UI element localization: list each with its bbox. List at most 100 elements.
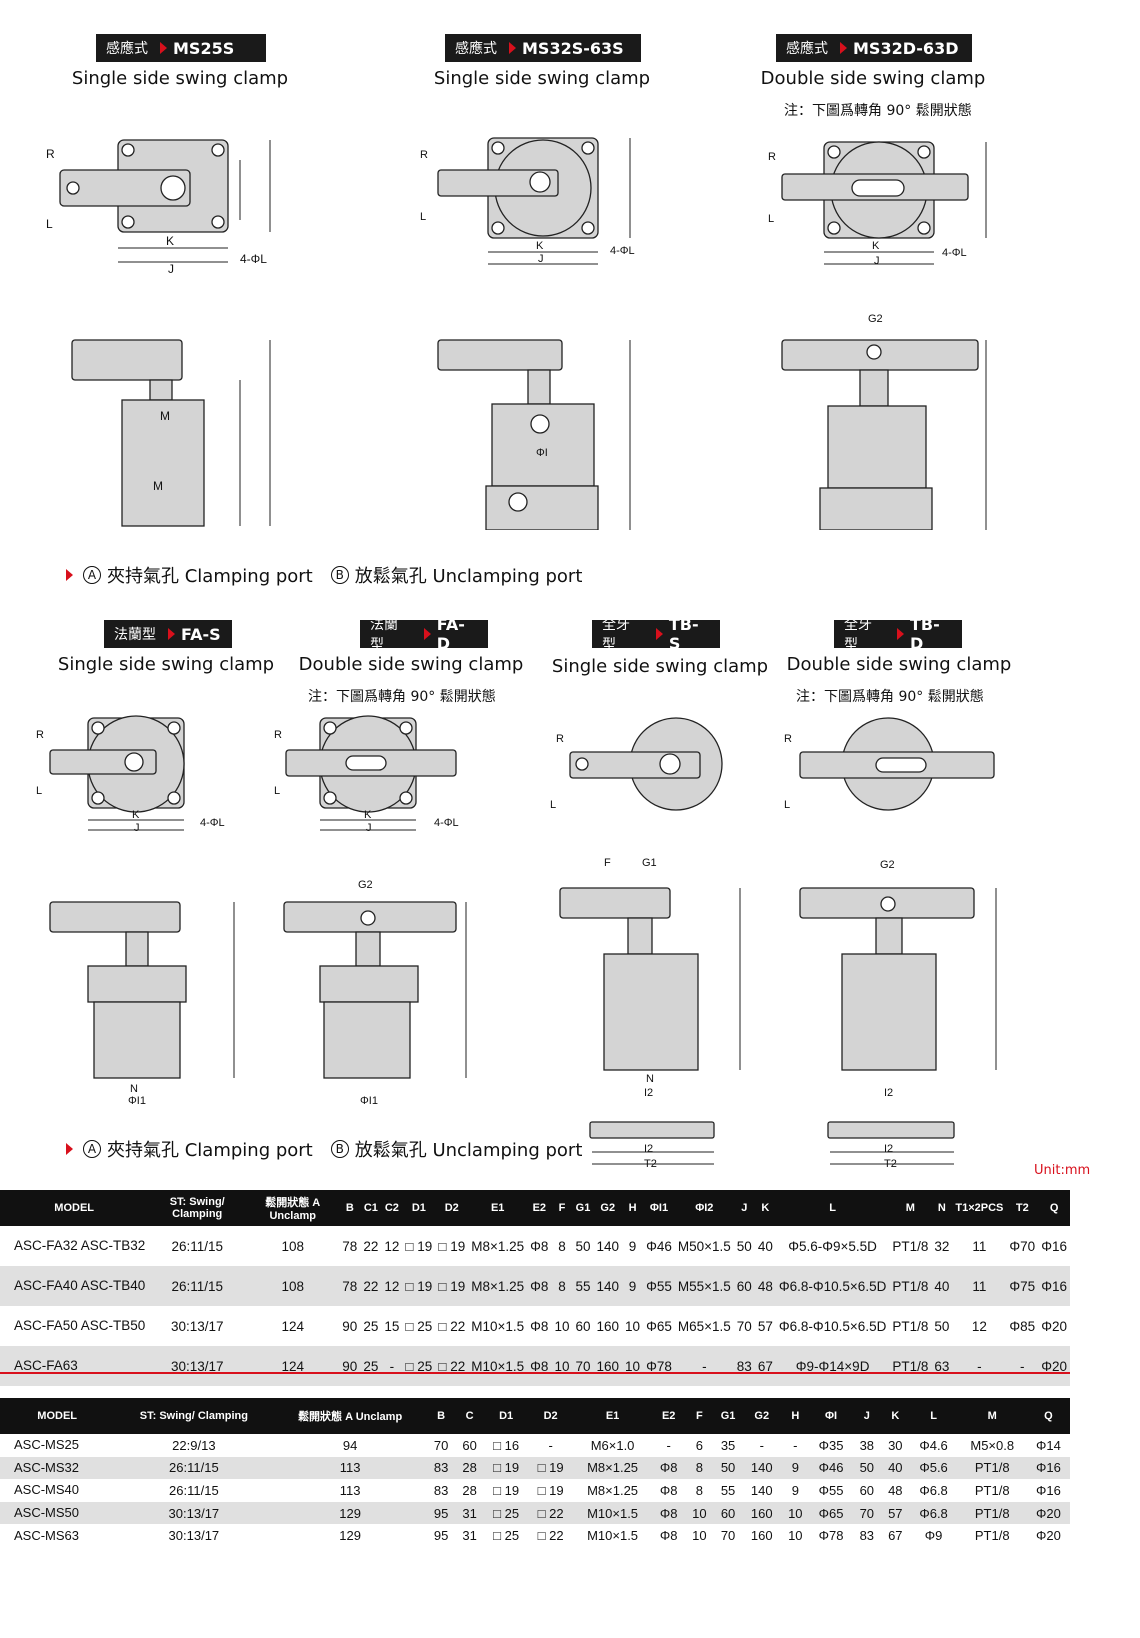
svg-text:L: L [274, 785, 280, 797]
column-header: C1 [360, 1190, 382, 1226]
table-cell: M50×1.5 [677, 1238, 731, 1254]
svg-text:L: L [46, 217, 53, 231]
column-header: G1 [572, 1190, 594, 1226]
table-cell: □ 19 [405, 1238, 433, 1254]
svg-text:R: R [556, 733, 564, 745]
table-cell: ASC-FA63 [0, 1346, 149, 1386]
table-cell: Φ5.6 [909, 1456, 958, 1480]
table-cell: ASC-MS63 [14, 1527, 80, 1543]
table-cell: Φ78 [643, 1346, 675, 1386]
table-cell: - [666, 1437, 671, 1453]
svg-text:J: J [134, 822, 140, 834]
column-header: 鬆開狀態 A Unclamp [273, 1398, 427, 1434]
table-cell: 50 [736, 1238, 752, 1254]
table-cell: Φ8 [652, 1501, 686, 1525]
table-cell: 40 [931, 1266, 953, 1306]
table-cell: 124 [246, 1346, 340, 1386]
note-tb-d: 注：下圖爲轉角 90° 鬆開狀態 [796, 689, 984, 705]
table-cell: Φ16 [1038, 1266, 1070, 1306]
table-cell: Φ20 [1041, 1318, 1067, 1334]
table-cell: □ 19 [493, 1482, 520, 1498]
table-cell: 25 [363, 1318, 379, 1334]
table-cell: 140 [593, 1266, 623, 1306]
table-cell: 10 [554, 1318, 570, 1334]
column-header: MODEL [0, 1190, 149, 1226]
table-cell: 70 [736, 1318, 752, 1334]
table-cell: 10 [692, 1528, 707, 1544]
table-cell: 8 [551, 1266, 573, 1306]
subtitle-ms32d: Double side swing clamp [760, 68, 986, 89]
table-cell: 90 [339, 1346, 361, 1386]
column-header: E2 [652, 1398, 686, 1434]
column-header: ST: Swing/ Clamping [114, 1398, 274, 1434]
column-header: K [754, 1190, 776, 1226]
table-cell: ASC-FA40 ASC-TB40 [0, 1266, 149, 1306]
table-cell: Φ20 [1038, 1346, 1070, 1386]
table-cell: 22 [363, 1238, 379, 1254]
table-cell: Φ35 [818, 1437, 844, 1453]
svg-text:ΦI: ΦI [536, 447, 548, 459]
table-cell: M8×1.25 [471, 1238, 525, 1254]
table-cell: 129 [273, 1501, 427, 1525]
svg-text:L: L [550, 799, 556, 811]
svg-text:I2: I2 [644, 1143, 653, 1155]
svg-text:4-ΦL: 4-ΦL [610, 245, 635, 257]
column-header: E1 [468, 1190, 528, 1226]
column-header: D1 [483, 1398, 529, 1434]
table-cell: 140 [742, 1456, 782, 1480]
table-cell: 10 [781, 1501, 810, 1525]
svg-text:L: L [768, 213, 774, 225]
table-cell: ASC-MS32 [0, 1456, 115, 1480]
table-cell: Φ8 [530, 1318, 549, 1334]
table-cell: M65×1.5 [677, 1318, 731, 1334]
table-cell: ASC-MS25 [14, 1437, 80, 1453]
table-cell: 78 [339, 1266, 361, 1306]
table-cell: M55×1.5 [674, 1266, 734, 1306]
table-cell: 10 [625, 1318, 641, 1334]
table-cell: - [1006, 1346, 1039, 1386]
table-cell: 113 [273, 1456, 427, 1480]
column-header: C [455, 1398, 484, 1434]
table-cell: Φ8 [530, 1238, 549, 1254]
table-cell: PT1/8 [892, 1238, 929, 1254]
table-cell: Φ65 [809, 1501, 853, 1525]
svg-text:G1: G1 [642, 857, 657, 869]
table-cell: 9 [791, 1482, 799, 1498]
table-cell: 50 [713, 1456, 743, 1480]
unit-label: Unit:mm [1034, 1163, 1091, 1178]
table-cell: 30:13/17 [114, 1501, 274, 1525]
table-cell: 48 [888, 1482, 903, 1498]
table-cell: 6 [695, 1437, 703, 1453]
table-cell: 70 [720, 1528, 736, 1544]
table-cell: 10 [551, 1346, 573, 1386]
table-cell: M8×1.25 [572, 1456, 653, 1480]
svg-text:K: K [364, 809, 372, 821]
table-cell: Φ6.8 [909, 1501, 958, 1525]
table-cell: M5×0.8 [970, 1437, 1015, 1453]
column-header: K [881, 1398, 910, 1434]
table-cell: 160 [742, 1501, 782, 1525]
table-cell: Φ14 [1036, 1437, 1061, 1453]
table-cell: 94 [342, 1437, 358, 1453]
column-header: L [909, 1398, 958, 1434]
column-header: 鬆開狀態 A Unclamp [246, 1190, 340, 1226]
table-cell: - [793, 1437, 798, 1453]
table-cell: Φ20 [1026, 1501, 1070, 1525]
column-header: D2 [435, 1190, 469, 1226]
table-cell: 70 [572, 1346, 594, 1386]
table-cell: 32 [934, 1238, 950, 1254]
table-cell: PT1/8 [957, 1501, 1027, 1525]
table-cell: □ 19 [438, 1238, 466, 1254]
table-cell: 35 [720, 1437, 736, 1453]
column-header: F [685, 1398, 714, 1434]
table-cell: 55 [572, 1266, 594, 1306]
table-cell: Φ46 [646, 1238, 672, 1254]
